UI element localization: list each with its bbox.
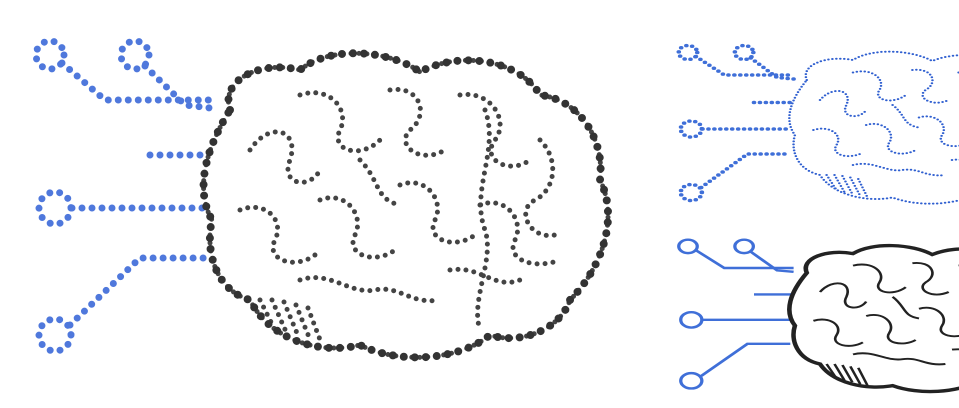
solid-brain-circuit-icon [677, 238, 959, 394]
mosaic-circuit [36, 41, 210, 351]
mosaic-brain-outline [199, 49, 612, 362]
mosaic-brain-circuit-icon [36, 41, 612, 362]
blue-dotted-brain-circuit-icon [679, 46, 959, 205]
